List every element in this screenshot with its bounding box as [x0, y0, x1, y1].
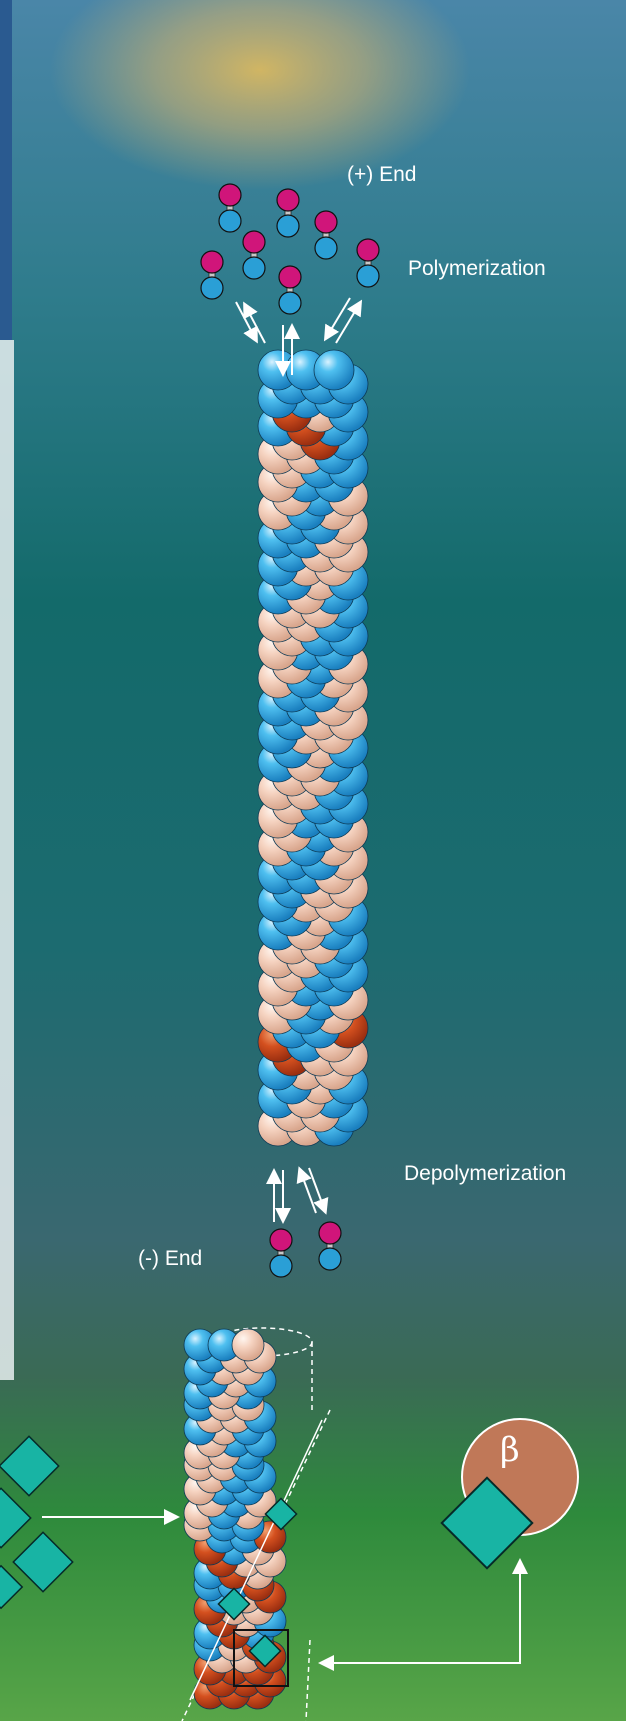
- beta-label: β: [500, 1430, 520, 1470]
- microtubule-main: [258, 350, 368, 1146]
- alpha-tubulin-subunit: [314, 350, 354, 390]
- beta-tubulin-subunit: [232, 1329, 264, 1361]
- plus-end-label: (+) End: [347, 163, 416, 187]
- left-photo-strip: [0, 0, 12, 340]
- depolymerization-label: Depolymerization: [404, 1162, 566, 1186]
- left-light-band: [0, 340, 14, 1380]
- minus-end-label: (-) End: [138, 1247, 202, 1271]
- polymerization-label: Polymerization: [408, 257, 546, 281]
